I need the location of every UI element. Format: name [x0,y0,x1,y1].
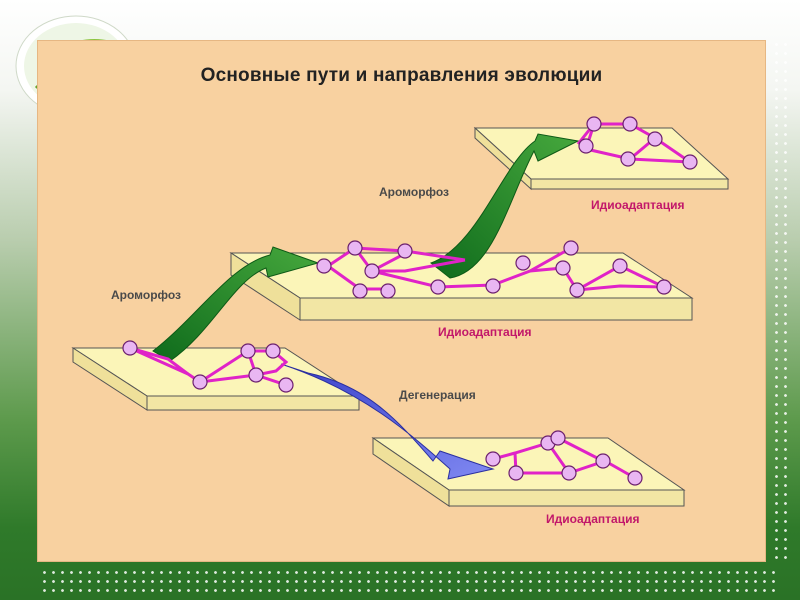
node [516,256,530,270]
node [381,284,395,298]
label-aromorphosis-lower: Ароморфоз [111,288,181,302]
node [317,259,331,273]
label-idioadaptation-bottom: Идиоадаптация [546,512,639,526]
node [683,155,697,169]
node [241,344,255,358]
node [613,259,627,273]
node [562,466,576,480]
node [623,117,637,131]
node [556,261,570,275]
node [486,279,500,293]
node [621,152,635,166]
decorative-dot-pattern [772,40,790,560]
label-idioadaptation-middle: Идиоадаптация [438,325,531,339]
node [431,280,445,294]
node [628,471,642,485]
label-idioadaptation-top: Идиоадаптация [591,198,684,212]
node [123,341,137,355]
node [486,452,500,466]
node [596,454,610,468]
node [193,375,207,389]
node [551,431,565,445]
node [365,264,379,278]
diagram-panel: Основные пути и направления эволюции [37,40,766,562]
node [579,139,593,153]
node [249,368,263,382]
node [648,132,662,146]
node [266,344,280,358]
node [657,280,671,294]
label-degeneration: Дегенерация [399,388,476,402]
node [587,117,601,131]
node [570,283,584,297]
decorative-dot-pattern [40,568,780,594]
label-aromorphosis-upper: Ароморфоз [379,185,449,199]
node [279,378,293,392]
node [353,284,367,298]
node [509,466,523,480]
node [348,241,362,255]
node [398,244,412,258]
node [564,241,578,255]
